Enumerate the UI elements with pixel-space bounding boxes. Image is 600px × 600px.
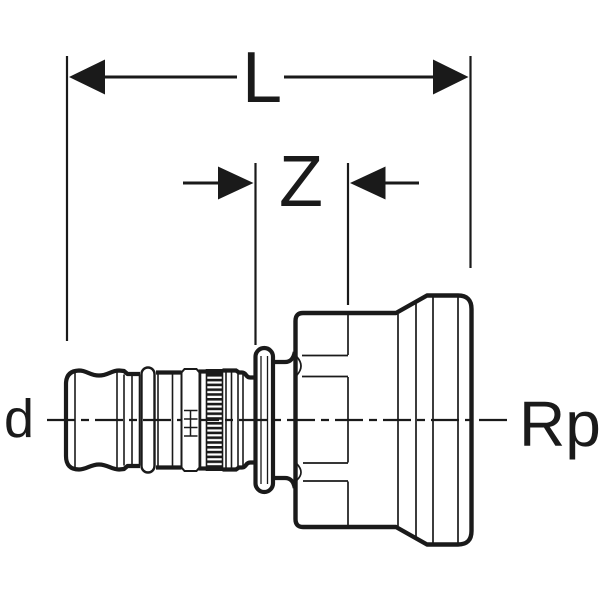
- neck-top: [273, 351, 297, 365]
- neck-bottom: [273, 475, 297, 489]
- knurl-stripes: [206, 374, 223, 466]
- knurl-ring: [205, 369, 224, 471]
- arrowhead-left-icon: [69, 59, 105, 95]
- hex-facet-lines: [296, 314, 399, 526]
- cap-face-lines: [74, 371, 244, 469]
- press-end: [63, 366, 256, 474]
- collar: [253, 345, 276, 495]
- hex-body: [293, 293, 474, 547]
- window-grid: [184, 409, 198, 437]
- arrowhead-right-icon: [433, 59, 469, 95]
- knurl-sides: [205, 369, 224, 471]
- cap-outline: [63, 368, 140, 472]
- dimension-l-label: L: [242, 38, 282, 118]
- dimension-z: [183, 163, 419, 345]
- o-ring-bulge: [140, 366, 156, 474]
- knurl-bottom-cap: [206, 465, 223, 471]
- dimension-l: [65, 56, 472, 341]
- port-label-d: d: [4, 389, 34, 449]
- knurl-top-cap: [206, 369, 223, 375]
- flange-face-lines: [415, 297, 459, 543]
- chamfer-wedge-bottom: [296, 463, 302, 481]
- port-label-rp: Rp: [519, 388, 600, 460]
- chamfer-wedge-top: [296, 356, 302, 376]
- dimension-z-label: Z: [279, 142, 323, 222]
- indicator-window: [180, 368, 201, 472]
- collar-face-lines: [260, 356, 269, 484]
- step-top: [222, 368, 256, 380]
- collar-outline: [253, 345, 276, 495]
- arrowhead-inward-left-icon: [218, 166, 254, 200]
- step-bottom: [222, 460, 256, 472]
- body-outline: [293, 293, 474, 547]
- arrowhead-inward-right-icon: [350, 166, 386, 200]
